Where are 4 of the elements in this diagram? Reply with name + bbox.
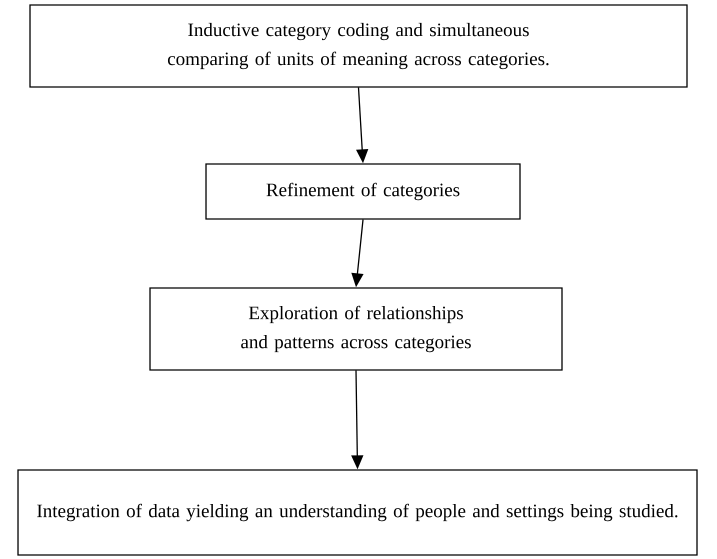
- process-box: Integration of data yielding an understanding of people and settings being studied.: [17, 469, 698, 556]
- process-box: Refinement of categories: [205, 163, 521, 220]
- process-box: Inductive category coding and simultaneous comparing of units of meaning across categories.: [29, 4, 688, 88]
- process-box: Exploration of relationships and patterns across categories: [149, 287, 563, 371]
